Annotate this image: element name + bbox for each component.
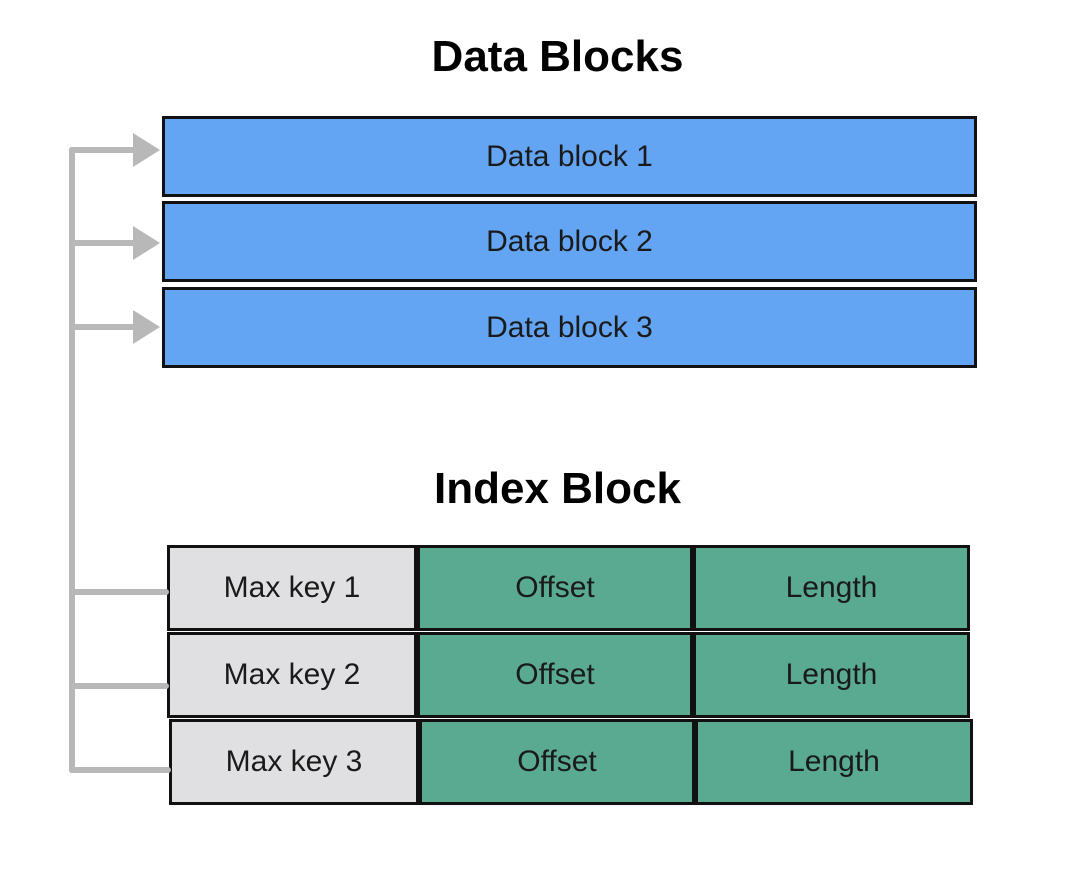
arrowhead-icon: [133, 310, 160, 344]
index-block-title: Index Block: [434, 464, 681, 513]
offset-cell-3: Offset: [419, 719, 695, 805]
arrowheads: [133, 133, 160, 344]
max-key-cell-1: Max key 1: [167, 545, 417, 631]
data-block-3: Data block 3: [162, 287, 977, 368]
arrowhead-icon: [133, 133, 160, 167]
arrowhead-icon: [133, 226, 160, 260]
data-blocks-title: Data Blocks: [431, 32, 684, 81]
length-cell-2: Length: [693, 632, 970, 718]
data-block-1: Data block 1: [162, 116, 977, 197]
offset-cell-2: Offset: [417, 632, 693, 718]
max-key-cell-3: Max key 3: [169, 719, 419, 805]
connector-lines: [69, 147, 171, 773]
max-key-cell-2: Max key 2: [167, 632, 417, 718]
length-cell-3: Length: [695, 719, 973, 805]
data-block-2: Data block 2: [162, 201, 977, 282]
offset-cell-1: Offset: [417, 545, 693, 631]
length-cell-1: Length: [693, 545, 970, 631]
